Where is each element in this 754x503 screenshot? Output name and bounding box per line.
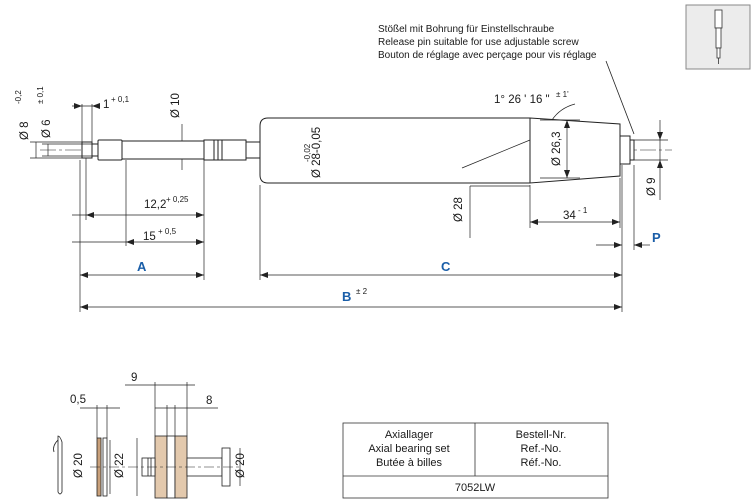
dim-B: B — [342, 289, 351, 304]
table-r1c1: Axiallager — [385, 429, 434, 441]
bearing-detail — [53, 435, 240, 499]
bearing-d20a: Ø 20 — [73, 453, 85, 478]
arrowheads — [74, 103, 663, 310]
dim-P: P — [652, 230, 661, 245]
dimension-labels: Ø 8 -0,2 Ø 6 ± 0,1 1 + 0,1 Ø 10 1° 26 ' … — [14, 86, 661, 304]
dim-l12: 12,2 — [144, 199, 166, 211]
dim-d9: Ø 9 — [646, 177, 658, 196]
release-pin-note: Stößel mit Bohrung für Einstellschraube … — [378, 24, 635, 135]
dim-l15-tol: + 0,5 — [158, 227, 177, 236]
dim-l12-tol: + 0,25 — [166, 195, 189, 204]
dim-d6: Ø 6 — [41, 119, 53, 138]
dim-l15: 15 — [143, 231, 156, 243]
dimension-lines — [30, 103, 668, 312]
thumbnail-icon — [685, 4, 751, 70]
dim-d8: Ø 8 — [19, 121, 31, 140]
table-r3c2: Réf.-No. — [521, 457, 562, 469]
dim-d8-tol: -0,2 — [14, 90, 23, 104]
bearing-dimension-labels: 0,5 9 8 Ø 20 Ø 22 Ø 20 — [70, 372, 247, 478]
dim-d26: Ø 26,3 — [551, 131, 563, 166]
dim-1: 1 — [103, 99, 109, 111]
order-table: Axiallager Axial bearing set Butée à bil… — [342, 422, 609, 499]
bearing-d20b: Ø 20 — [235, 453, 247, 478]
bearing-dimension-lines — [80, 382, 241, 496]
note-line-2: Release pin suitable for use adjustable … — [378, 37, 579, 48]
bearing-w8: 8 — [206, 395, 212, 407]
table-r2c1: Axial bearing set — [368, 443, 449, 455]
bearing-d22: Ø 22 — [114, 453, 126, 478]
dim-A: A — [137, 259, 147, 274]
note-leader — [605, 60, 635, 135]
dim-d28-tol2: Ø 28-0,05 — [311, 127, 323, 178]
dim-d6-tol: ± 0,1 — [36, 86, 45, 104]
dim-l34-tol: - 1 — [578, 206, 588, 215]
bearing-w9: 9 — [131, 372, 137, 384]
dim-d28b: Ø 28 — [453, 197, 465, 222]
dim-angle: 1° 26 ' 16 " — [494, 94, 550, 106]
gas-spring-outline — [40, 117, 672, 184]
dim-l34: 34 — [563, 210, 576, 222]
dim-B-tol: ± 2 — [356, 287, 368, 296]
note-line-1: Stößel mit Bohrung für Einstellschraube — [378, 24, 555, 35]
table-r3c1: Butée à billes — [376, 457, 443, 469]
table-r2c2: Ref.-No. — [521, 443, 562, 455]
dim-d10: Ø 10 — [170, 93, 182, 118]
dim-d28-tol1: -0,02 — [303, 143, 312, 162]
table-code: 7052LW — [455, 482, 496, 494]
dim-angle-tol: ± 1' — [556, 90, 569, 99]
dim-1-tol: + 0,1 — [111, 95, 130, 104]
table-r1c2: Bestell-Nr. — [516, 429, 567, 441]
bearing-w05: 0,5 — [70, 394, 86, 406]
note-line-3: Bouton de réglage avec perçage pour vis … — [378, 50, 597, 61]
dim-C: C — [441, 259, 451, 274]
